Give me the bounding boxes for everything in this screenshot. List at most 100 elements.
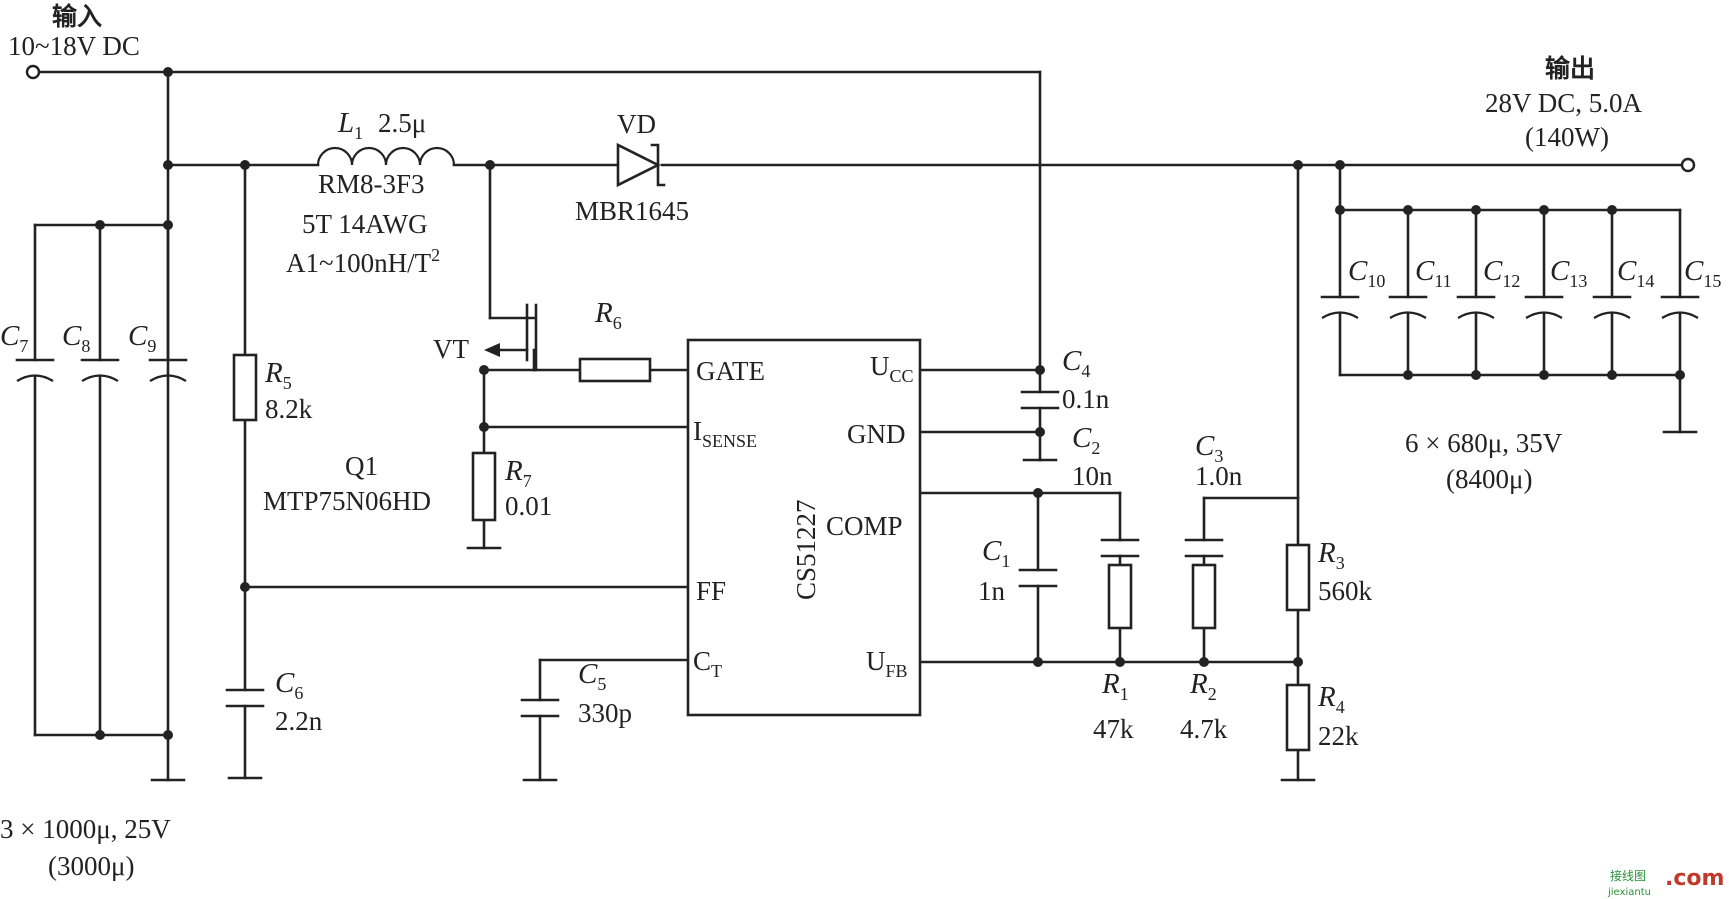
- inductor-al: A1~100nH/T2: [286, 245, 440, 278]
- inductor-l1: [316, 146, 456, 166]
- c7-ref: C7: [0, 320, 28, 356]
- c5-value: 330p: [578, 698, 632, 728]
- capacitor-c3: [1184, 538, 1224, 558]
- capacitor-c2: [1100, 538, 1140, 558]
- capacitor-c1: [1018, 568, 1058, 588]
- r2-value: 4.7k: [1180, 714, 1228, 744]
- output-bank-total: (8400μ): [1446, 464, 1532, 494]
- resistor-r6: [578, 357, 652, 383]
- capacitor-c15: [1660, 295, 1700, 319]
- output-power: (140W): [1525, 122, 1609, 152]
- r4-ref: R4: [1317, 681, 1345, 717]
- wires: [31, 70, 1684, 782]
- ic-part-number: CS51227: [791, 499, 821, 600]
- c4-value: 0.1n: [1062, 384, 1110, 414]
- inductor-ref: L1: [337, 107, 363, 143]
- mosfet-ref: VT: [433, 334, 469, 364]
- c2-ref: C2: [1072, 422, 1100, 458]
- c1-ref: C1: [982, 535, 1010, 571]
- ground-symbols: [150, 430, 1698, 782]
- mosfet-vt: [484, 303, 538, 372]
- c5-ref: C5: [578, 658, 606, 694]
- capacitor-c14: [1592, 295, 1632, 319]
- resistor-symbols: [232, 353, 1311, 752]
- pin-ct: CT: [693, 646, 722, 681]
- c12-ref: C12: [1483, 255, 1520, 291]
- pin-gnd: GND: [847, 419, 906, 449]
- capacitor-c8: [80, 358, 120, 382]
- diode-vd: [616, 142, 666, 188]
- inductor-winding: 5T 14AWG: [302, 209, 428, 239]
- input-voltage: 10~18V DC: [8, 31, 140, 61]
- ic-cs51227-body: [686, 338, 922, 717]
- output-bank-spec: 6 × 680μ, 35V: [1405, 428, 1563, 458]
- inductor-value: 2.5μ: [378, 108, 426, 138]
- c3-ref: C3: [1195, 430, 1223, 466]
- watermark-url: jiexiantu: [1607, 887, 1651, 898]
- c15-ref: C15: [1684, 255, 1721, 291]
- r5-ref: R5: [264, 357, 292, 393]
- c6-ref: C6: [275, 667, 303, 703]
- input-terminal: [25, 64, 41, 80]
- c2-value: 10n: [1072, 461, 1113, 491]
- pin-gate: GATE: [696, 356, 765, 386]
- r3-ref: R3: [1317, 537, 1345, 573]
- r7-value: 0.01: [505, 491, 552, 521]
- pin-isense: ISENSE: [693, 416, 757, 451]
- diode-part: MBR1645: [575, 196, 689, 226]
- watermark-cn: 接线图: [1610, 868, 1646, 883]
- capacitor-c12: [1456, 295, 1496, 319]
- c10-ref: C10: [1348, 255, 1385, 291]
- capacitor-c11: [1388, 295, 1428, 319]
- input-bank-total: (3000μ): [48, 851, 134, 881]
- pin-ufb: UFB: [866, 646, 908, 681]
- resistor-r2: [1191, 563, 1217, 630]
- capacitor-c10: [1320, 295, 1360, 319]
- r6-ref: R6: [594, 297, 622, 333]
- c3-value: 1.0n: [1195, 461, 1243, 491]
- c9-ref: C9: [128, 320, 156, 356]
- r4-value: 22k: [1318, 721, 1359, 751]
- output-terminal: [1680, 157, 1696, 173]
- c13-ref: C13: [1550, 255, 1587, 291]
- mosfet-part: MTP75N06HD: [263, 486, 431, 516]
- diode-ref: VD: [617, 109, 656, 139]
- capacitor-c6: [225, 688, 265, 708]
- c11-ref: C11: [1415, 255, 1452, 291]
- capacitor-c5: [520, 698, 560, 718]
- resistor-r3: [1285, 543, 1311, 612]
- capacitor-c13: [1524, 295, 1564, 319]
- input-bank-spec: 3 × 1000μ, 25V: [0, 814, 171, 844]
- inductor-core: RM8-3F3: [318, 169, 425, 199]
- resistor-r1: [1107, 563, 1133, 630]
- resistor-r7: [471, 451, 497, 522]
- capacitor-c7: [15, 358, 55, 382]
- resistor-r4: [1285, 683, 1311, 752]
- watermark-com: .com: [1665, 866, 1724, 891]
- resistor-r5: [232, 353, 258, 422]
- mosfet-name: Q1: [345, 451, 378, 481]
- r3-value: 560k: [1318, 576, 1373, 606]
- r2-ref: R2: [1189, 668, 1217, 704]
- c4-ref: C4: [1062, 345, 1090, 381]
- c1-value: 1n: [978, 576, 1006, 606]
- pin-comp: COMP: [826, 511, 903, 541]
- r7-ref: R7: [504, 455, 532, 491]
- junction-dots: [95, 67, 1685, 740]
- output-title: 输出: [1545, 54, 1595, 83]
- output-spec: 28V DC, 5.0A: [1485, 88, 1643, 118]
- capacitor-symbols: [15, 295, 1700, 718]
- c6-value: 2.2n: [275, 706, 323, 736]
- capacitor-c4: [1020, 390, 1060, 410]
- pin-ucc: UCC: [870, 351, 914, 386]
- input-title: 输入: [52, 2, 102, 31]
- capacitor-c9: [148, 358, 188, 382]
- r1-value: 47k: [1093, 714, 1134, 744]
- pin-ff: FF: [696, 576, 726, 606]
- r1-ref: R1: [1101, 668, 1129, 704]
- output-cap-wires: [1338, 208, 1682, 377]
- c14-ref: C14: [1617, 255, 1654, 291]
- c8-ref: C8: [62, 320, 90, 356]
